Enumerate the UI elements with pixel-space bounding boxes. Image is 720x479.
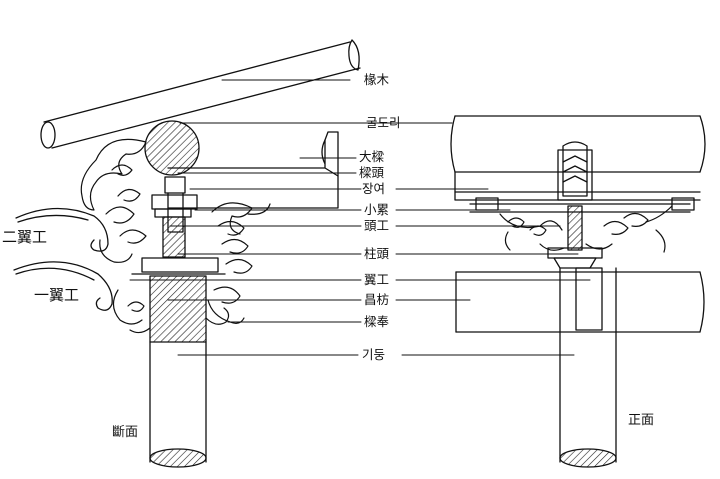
label-head-bracket: 頭工: [364, 218, 390, 233]
label-main-beam: 大樑: [359, 149, 385, 164]
front-view: [450, 115, 706, 468]
column-section: [149, 341, 207, 463]
purlin-section: [144, 120, 200, 176]
label-column: 기둥: [362, 347, 386, 362]
label-first-wing: 一翼工: [34, 286, 80, 304]
rafter-shape: [40, 39, 361, 149]
label-wing-bracket: 翼工: [364, 272, 390, 287]
label-round-purlin: 굴도리: [366, 115, 401, 130]
leader-lines: [129, 79, 591, 356]
label-beam-head: 樑頭: [359, 165, 385, 180]
label-rafter: 椽木: [364, 72, 390, 87]
label-small-block: 小累: [364, 202, 390, 217]
label-section-view: 斷面: [112, 425, 139, 440]
label-bearer: 장여: [362, 181, 386, 196]
label-front-view: 正面: [628, 413, 655, 428]
section-view: [13, 39, 361, 468]
label-second-wing: 二翼工: [2, 228, 48, 246]
lower-wing: [13, 261, 113, 311]
label-lintel: 昌枋: [364, 292, 390, 307]
label-column-capital: 柱頭: [364, 246, 390, 261]
upper-wing: [15, 207, 109, 252]
label-beam-support: 樑奉: [364, 314, 390, 329]
